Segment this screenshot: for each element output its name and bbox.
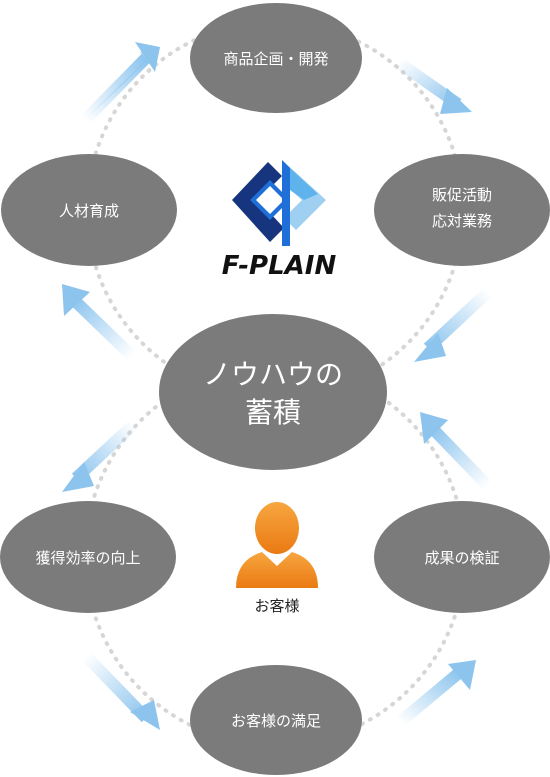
node-knowhow-label-line2: 蓄積	[245, 396, 301, 429]
node-verification: 成果の検証	[374, 501, 550, 613]
arrow-planning-to-sales	[394, 57, 472, 114]
node-sales-label-line1: 販促活動	[432, 186, 492, 204]
customer-label: お客様	[254, 597, 299, 615]
person-icon	[236, 502, 318, 588]
node-satisfaction: お客様の満足	[190, 665, 362, 775]
arrow-acquisition-to-satisfaction	[81, 651, 160, 730]
node-hr-label: 人材育成	[59, 202, 119, 220]
node-sales-label-line2: 応対業務	[432, 212, 492, 230]
arrow-hr-to-planning	[80, 42, 160, 125]
node-satisfaction-label: お客様の満足	[231, 712, 321, 730]
node-product-planning: 商品企画・開発	[190, 3, 362, 113]
f-plain-logo-text: F-PLAIN	[222, 251, 337, 281]
node-knowhow-label-line1: ノウハウの	[203, 358, 343, 391]
f-plain-logo: F-PLAIN	[222, 160, 337, 281]
node-sales: 販促活動 応対業務	[374, 154, 550, 266]
node-hr: 人材育成	[1, 154, 177, 266]
arrow-knowhow-to-hr	[62, 284, 137, 361]
node-acquisition: 獲得効率の向上	[0, 501, 176, 613]
arrow-knowhow-to-acquisition	[62, 419, 139, 492]
f-plain-logo-mark	[232, 160, 326, 246]
arrow-satisfaction-to-verification	[396, 660, 476, 727]
node-verification-label: 成果の検証	[424, 549, 499, 567]
arrow-verification-to-knowhow	[420, 412, 493, 491]
node-knowhow: ノウハウの 蓄積	[159, 314, 387, 470]
node-acquisition-label: 獲得効率の向上	[35, 549, 140, 567]
arrow-sales-to-knowhow	[414, 287, 493, 362]
node-product-planning-label: 商品企画・開発	[223, 50, 328, 68]
